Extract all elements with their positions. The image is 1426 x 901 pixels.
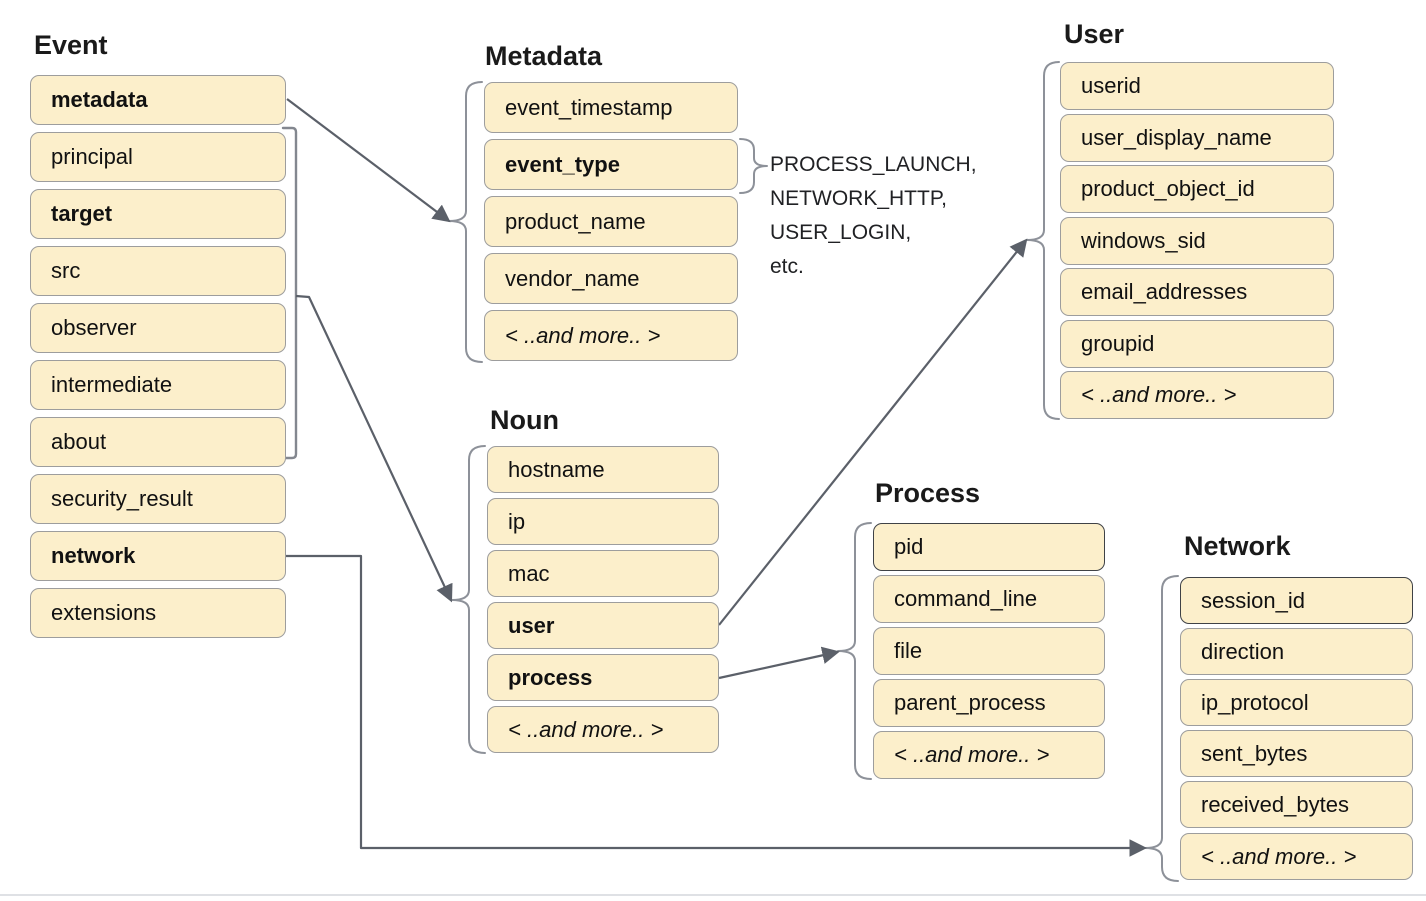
network-group-brace: [1144, 575, 1179, 882]
event-field-observer: observer: [30, 303, 286, 353]
noun-field-mac: mac: [487, 550, 719, 597]
connector-process-to-process-group: [718, 646, 840, 680]
noun-field-process: process: [487, 654, 719, 701]
network-field-session-id: session_id: [1180, 577, 1413, 624]
event-type-values-brace: [739, 138, 768, 194]
process-field-and-more: < ..and more.. >: [873, 731, 1105, 779]
connector-bracket-to-noun-group: [295, 294, 453, 603]
user-field-windows-sid: windows_sid: [1060, 217, 1334, 265]
noun-field-user: user: [487, 602, 719, 649]
event-field-target: target: [30, 189, 286, 239]
user-field-email-addresses: email_addresses: [1060, 268, 1334, 316]
noun-field-ip: ip: [487, 498, 719, 545]
user-field-and-more: < ..and more.. >: [1060, 371, 1334, 419]
process-field-pid: pid: [873, 523, 1105, 571]
event-field-about: about: [30, 417, 286, 467]
group-title-network: Network: [1184, 531, 1291, 561]
user-group-brace: [1026, 61, 1060, 420]
noun-fields-bracket: [281, 126, 298, 460]
event-field-src: src: [30, 246, 286, 296]
group-title-process: Process: [875, 478, 981, 508]
network-field-sent-bytes: sent_bytes: [1180, 730, 1413, 777]
noun-field-hostname: hostname: [487, 446, 719, 493]
noun-group-brace: [451, 445, 486, 754]
group-title-metadata: Metadata: [485, 41, 603, 71]
bottom-divider: [0, 894, 1426, 896]
event-type-value: etc.: [770, 255, 804, 278]
metadata-field-product-name: product_name: [484, 196, 738, 247]
event-type-value: NETWORK_HTTP,: [770, 187, 947, 210]
metadata-field-event-timestamp: event_timestamp: [484, 82, 738, 133]
event-field-security-result: security_result: [30, 474, 286, 524]
group-title-event: Event: [34, 30, 108, 60]
network-field-received-bytes: received_bytes: [1180, 781, 1413, 828]
group-title-user: User: [1064, 19, 1125, 49]
user-field-groupid: groupid: [1060, 320, 1334, 368]
event-field-metadata: metadata: [30, 75, 286, 125]
event-type-value: USER_LOGIN,: [770, 221, 912, 244]
metadata-field-vendor-name: vendor_name: [484, 253, 738, 304]
process-field-parent-process: parent_process: [873, 679, 1105, 727]
event-field-principal: principal: [30, 132, 286, 182]
metadata-group-brace: [448, 81, 483, 363]
event-type-values-annotation: PROCESS_LAUNCH, NETWORK_HTTP, USER_LOGIN…: [770, 148, 977, 284]
user-field-product-object-id: product_object_id: [1060, 165, 1334, 213]
group-title-noun: Noun: [490, 405, 559, 435]
user-field-userid: userid: [1060, 62, 1334, 110]
process-group-brace: [837, 522, 872, 780]
network-field-direction: direction: [1180, 628, 1413, 675]
process-field-file: file: [873, 627, 1105, 675]
metadata-field-event-type: event_type: [484, 139, 738, 190]
event-type-value: PROCESS_LAUNCH,: [770, 153, 977, 176]
noun-field-and-more: < ..and more.. >: [487, 706, 719, 753]
user-field-user-display-name: user_display_name: [1060, 114, 1334, 162]
event-field-network: network: [30, 531, 286, 581]
metadata-field-and-more: < ..and more.. >: [484, 310, 738, 361]
connector-metadata-to-metadata-group: [286, 98, 451, 223]
event-field-intermediate: intermediate: [30, 360, 286, 410]
network-field-and-more: < ..and more.. >: [1180, 833, 1413, 880]
event-field-extensions: extensions: [30, 588, 286, 638]
process-field-command-line: command_line: [873, 575, 1105, 623]
network-field-ip-protocol: ip_protocol: [1180, 679, 1413, 726]
